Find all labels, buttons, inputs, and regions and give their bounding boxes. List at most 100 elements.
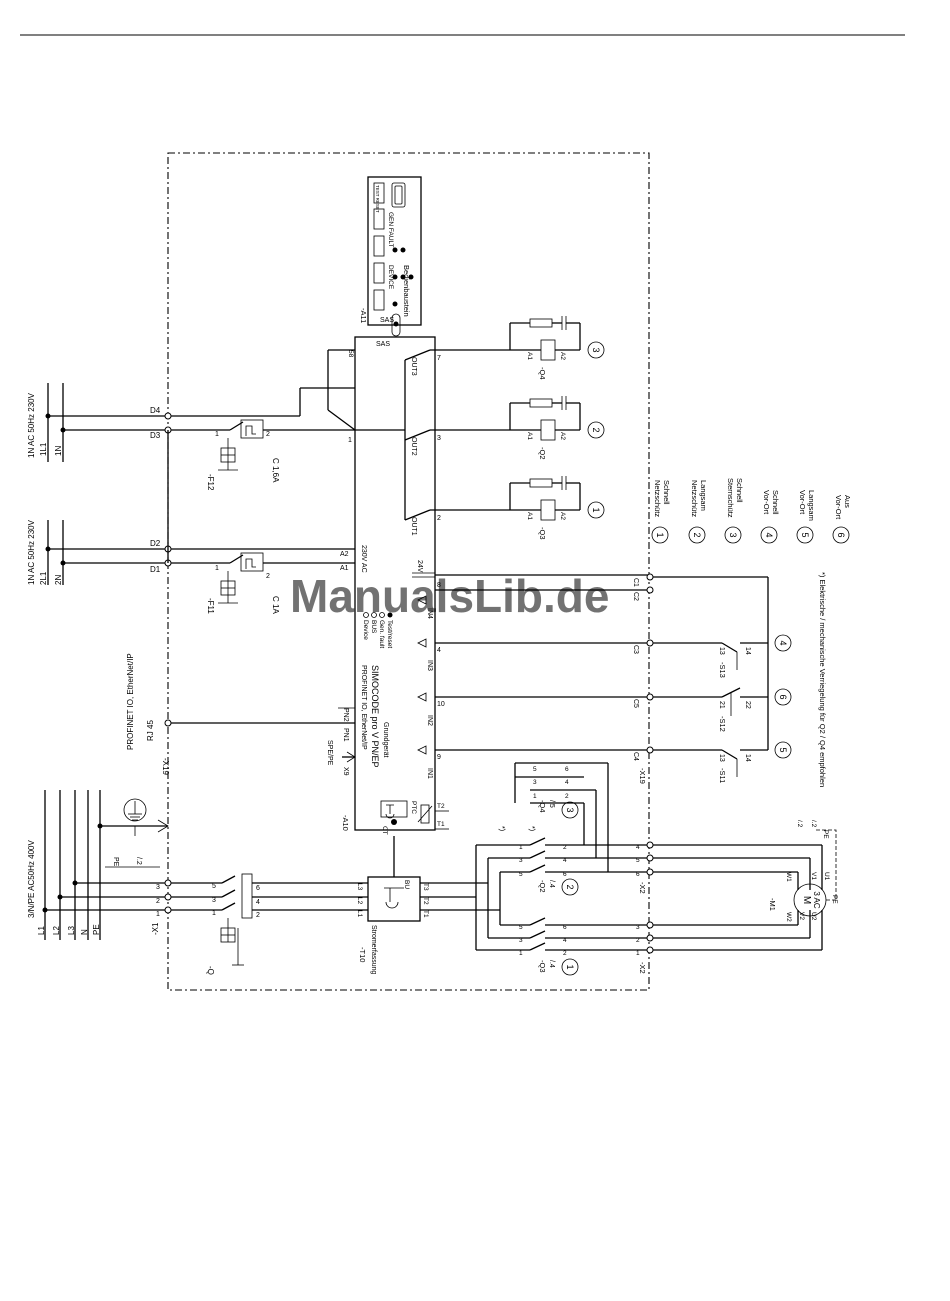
op-panel-sas: SAS: [380, 317, 394, 324]
coil-q3-tag: -Q3: [538, 527, 547, 540]
motor-u1: U1: [823, 872, 830, 881]
device-out3-pin: 7: [437, 355, 441, 362]
f12-tag: -F12: [206, 474, 215, 491]
coil-q3-a1: A1: [526, 512, 533, 520]
device-sas-pin: 58: [347, 350, 354, 358]
f11-pin-out: 2: [266, 573, 270, 580]
legend-6-num: 6: [836, 532, 846, 537]
pe-label: PE: [112, 857, 119, 867]
x19-c3: C3: [632, 645, 639, 654]
device-out-common: 1: [348, 437, 352, 444]
x1-term-3: 3: [156, 884, 160, 891]
x2-bottom-tag: -X2: [638, 962, 647, 974]
terminal-d4-label: D4: [150, 406, 161, 415]
fuse-f11: 1 2 -F11 C 1A: [171, 548, 355, 614]
device-out3: OUT3: [410, 357, 417, 376]
terminal-d2-label: D2: [150, 539, 161, 548]
device-in4: IN4: [426, 608, 433, 619]
coil-q2-num: 2: [591, 427, 601, 432]
legend-3-line2: Schnell: [735, 478, 744, 503]
motor-pe: PE: [831, 895, 838, 904]
s13-p1: 13: [718, 647, 725, 655]
legend-2-num: 2: [692, 532, 702, 537]
legend-6-line1: Vor-Ort: [834, 495, 843, 520]
q3-tag: -Q3: [538, 960, 547, 973]
f12-rating: C 1,6A: [271, 458, 280, 483]
device-led-device: Device: [362, 620, 369, 640]
t10-bu: BU: [403, 880, 410, 889]
x1-tag: -X1: [151, 922, 160, 935]
motor-pe-ref-left: /.2: [796, 820, 803, 828]
q3-pin-5: 5: [519, 924, 523, 931]
f12-pin-in: 1: [215, 431, 219, 438]
device-led-testreset: Test/reset: [386, 620, 393, 648]
profinet-connection: PROFINET IO, EtherNet/IP RJ 45 -X19: [126, 653, 355, 775]
coil-q2-a1: A1: [526, 432, 533, 440]
motor-pe-top: PE: [822, 830, 829, 839]
supply-ac1-top-l1: 1L1: [39, 442, 48, 456]
device-a1: A1: [340, 565, 349, 572]
q4-pin-2: 2: [565, 793, 569, 800]
device-out1: OUT1: [410, 517, 417, 536]
x19-c4: C4: [632, 752, 639, 761]
q-pin-out-4: 4: [256, 899, 260, 906]
motor-tag: -M1: [768, 898, 777, 911]
legend-3-line1: Sternschütz: [726, 478, 735, 518]
coil-q4-a2: A2: [559, 352, 566, 360]
f11-tag: -F11: [206, 598, 215, 614]
q3-pin-2: 2: [563, 950, 567, 957]
f12-pin-out: 2: [266, 431, 270, 438]
legend-4-line2: Schnell: [771, 490, 780, 515]
legend-1-num: 1: [655, 532, 665, 537]
device-in4-pin: 8: [437, 582, 441, 589]
device-t2: T2: [437, 803, 445, 810]
t10-in-l1: L1: [356, 910, 363, 918]
device-in1: IN1: [426, 768, 433, 779]
coil-q3-num: 1: [591, 507, 601, 512]
simocode-device-a10: SAS 58 1 A2 A1 230V AC Device BUS Gen. f…: [326, 336, 648, 835]
legend-1-line2: Schnell: [662, 480, 671, 505]
motor-v2: V2: [798, 912, 805, 920]
motor-v1: V1: [810, 872, 817, 880]
x2-bottom-1: 1: [636, 950, 640, 957]
x2-top-5: 5: [636, 857, 640, 864]
main-l2: L2: [52, 926, 61, 935]
device-spe: SPE/PE: [326, 740, 333, 766]
device-in3-pin: 4: [437, 647, 441, 654]
motor-u2: U2: [810, 912, 817, 921]
q3-pin-6: 6: [563, 924, 567, 931]
legend-1-line1: Netzschütz: [653, 480, 662, 517]
t10-in-l2: L2: [356, 897, 363, 905]
q4-star: *): [498, 826, 505, 831]
s12-p2: 22: [744, 701, 751, 709]
supply-ac1-bottom-l1: 2L1: [39, 571, 48, 585]
q2-star: *): [528, 826, 535, 831]
q2-pin-5: 5: [519, 871, 523, 878]
coil-q2: A1 A2 -Q2 2: [509, 396, 605, 460]
s12-tag: -S12: [718, 716, 727, 732]
q4-pin-4: 4: [565, 779, 569, 786]
legend-5-line2: Langsam: [807, 490, 816, 521]
coil-q4-num: 3: [591, 347, 601, 352]
terminal-d1-label: D1: [150, 565, 161, 574]
q3-pin-4: 4: [563, 937, 567, 944]
x19-c1: C1: [632, 578, 639, 587]
device-ptc: PTC: [410, 801, 417, 814]
q4-circle: 3: [565, 807, 575, 812]
q3-ref: /.4: [548, 960, 555, 968]
s12-num: 6: [778, 694, 788, 699]
device-ct: CT: [381, 826, 388, 835]
profinet-rj45: RJ 45: [146, 720, 155, 741]
device-a2: A2: [340, 551, 349, 558]
device-t1: T1: [437, 821, 445, 828]
watermark: ManualsLib.de: [290, 570, 609, 622]
q4-tag: -Q4: [538, 800, 547, 813]
device-in3: IN3: [426, 660, 433, 671]
s13-p2: 14: [744, 647, 751, 655]
current-transformer-t10: BU L3 L2 L1 T3 T2 T1 Stromerfassung -T10: [356, 836, 500, 975]
q-pin-in-5: 5: [212, 883, 216, 890]
main-n: N: [80, 929, 89, 935]
q4-pin-1: 1: [533, 793, 537, 800]
t10-out-t2: T2: [422, 897, 429, 905]
